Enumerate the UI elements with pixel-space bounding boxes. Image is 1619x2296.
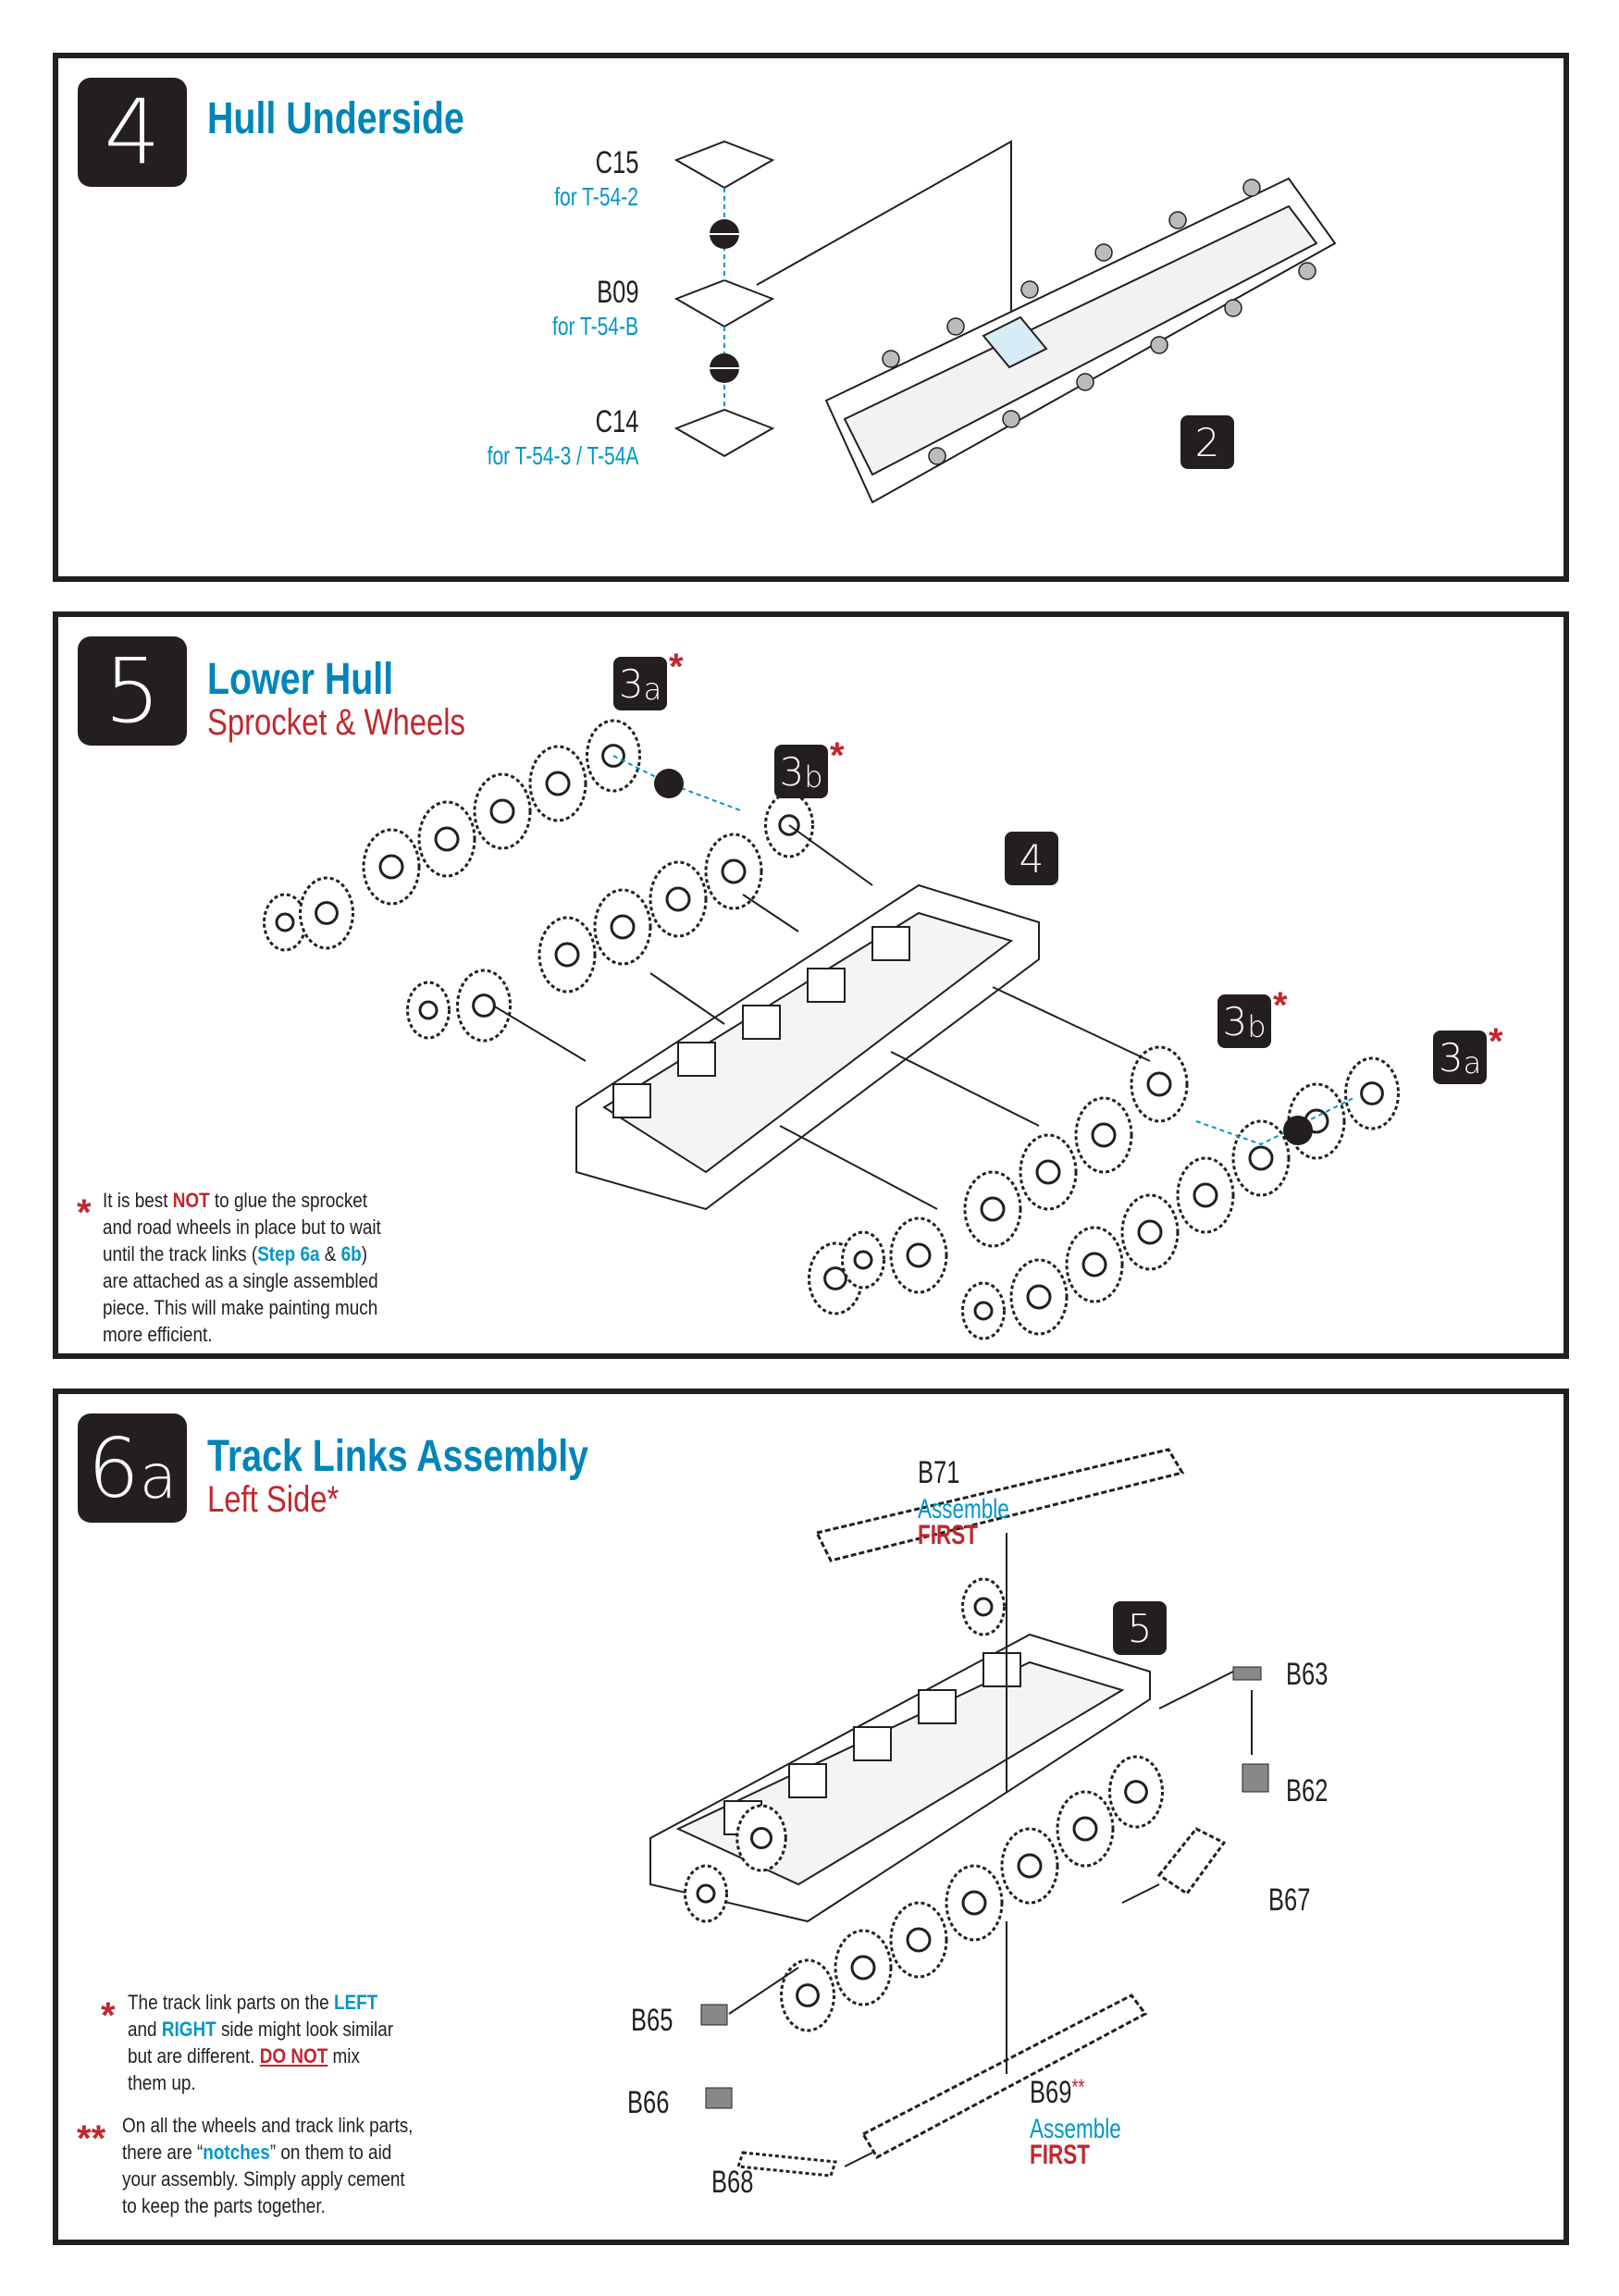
asterisk-mark: * bbox=[77, 1192, 92, 1233]
wheel-hub bbox=[750, 1827, 772, 1849]
part-note-b09: for T-54-B bbox=[552, 312, 638, 340]
wheel-hub bbox=[850, 1955, 876, 1981]
lower-hull-diagram bbox=[263, 719, 1400, 1340]
wheel-hub bbox=[721, 858, 747, 884]
part-label-b69: B69** bbox=[1030, 2075, 1085, 2110]
wheel-hub bbox=[1146, 1071, 1172, 1097]
part-label-b68: B68 bbox=[711, 2165, 754, 2200]
wheel-hub bbox=[980, 1196, 1006, 1222]
wheel-hub bbox=[1026, 1284, 1052, 1310]
first-label: FIRST bbox=[918, 1520, 979, 1550]
notches-note: On all the wheels and track link parts, … bbox=[122, 2114, 414, 2217]
wheel-hub bbox=[434, 826, 460, 852]
wheel-hub bbox=[554, 942, 580, 968]
part-note-c15: for T-54-2 bbox=[554, 182, 638, 211]
wheel-hub bbox=[1124, 1780, 1148, 1804]
wheel-hub bbox=[1137, 1219, 1163, 1245]
assemble-label: Assemble bbox=[918, 1494, 1009, 1524]
part-label-c15: C15 bbox=[595, 145, 638, 180]
part-label-b09: B09 bbox=[596, 275, 638, 310]
step-number-badge: 5 bbox=[78, 636, 187, 746]
wheel-hub bbox=[1017, 1853, 1043, 1879]
step-title: Hull Underside bbox=[207, 94, 464, 143]
wheel-hub bbox=[906, 1927, 932, 1953]
part-label-b63: B63 bbox=[1286, 1657, 1329, 1692]
part-label-b71: B71 bbox=[918, 1455, 960, 1490]
step-subtitle: Left Side* bbox=[207, 1479, 340, 1520]
step-title: Track Links Assembly bbox=[207, 1432, 589, 1481]
asterisk-mark: * bbox=[830, 735, 845, 776]
asterisk-mark: * bbox=[669, 647, 684, 687]
reference-badge-5: 5 bbox=[1113, 1601, 1167, 1655]
wheel-hub bbox=[973, 1597, 994, 1617]
assembly-note: It is best NOT to glue the sprocket and … bbox=[103, 1189, 381, 1346]
reference-badge-4: 4 bbox=[1005, 832, 1058, 885]
wheel-hub bbox=[961, 1890, 987, 1916]
asterisk-mark: * bbox=[1273, 985, 1288, 1026]
wheel-hub bbox=[1081, 1252, 1107, 1278]
wheel-hub bbox=[853, 1250, 873, 1270]
wheel-hub bbox=[906, 1242, 932, 1268]
wheel-hub bbox=[823, 1266, 847, 1290]
part-label-b66: B66 bbox=[627, 2085, 670, 2120]
double-asterisk-mark: ** bbox=[77, 2118, 106, 2159]
wheel-hub bbox=[418, 1000, 439, 1020]
wheel-hub bbox=[472, 994, 496, 1018]
wheel-hub bbox=[489, 798, 515, 824]
asterisk-mark: * bbox=[1489, 1021, 1503, 1062]
part-label-c14: C14 bbox=[595, 404, 638, 439]
wheel-hub bbox=[1072, 1816, 1098, 1842]
part-note-c14: for T-54-3 / T-54A bbox=[487, 441, 638, 470]
wheel-hub bbox=[545, 771, 571, 796]
first-label: FIRST bbox=[1030, 2140, 1091, 2170]
wheel-hub bbox=[610, 914, 636, 940]
wheel-hub bbox=[665, 886, 691, 912]
part-label-b62: B62 bbox=[1286, 1773, 1329, 1808]
track-links-diagram bbox=[649, 1448, 1269, 2178]
left-right-note: The track link parts on the LEFT and RIG… bbox=[128, 1991, 394, 2094]
wheel-hub bbox=[796, 1983, 820, 2007]
wheel-hub bbox=[1248, 1145, 1274, 1171]
assemble-label: Assemble bbox=[1030, 2114, 1121, 2144]
wheel-hub bbox=[275, 912, 295, 932]
wheel-hub bbox=[315, 901, 339, 925]
part-label-b67: B67 bbox=[1268, 1882, 1311, 1918]
hull-underside-diagram bbox=[674, 140, 1337, 504]
step-title: Lower Hull bbox=[207, 655, 394, 704]
wheel-hub bbox=[696, 1883, 716, 1904]
wheel-hub bbox=[973, 1301, 994, 1321]
wheel-hub bbox=[1193, 1182, 1218, 1208]
wheel-hub bbox=[378, 854, 404, 880]
step-subtitle: Sprocket & Wheels bbox=[207, 702, 465, 743]
reference-badge-2: 2 bbox=[1180, 415, 1234, 469]
wheel-hub bbox=[1035, 1159, 1061, 1185]
step-4-panel: 4 Hull Underside C15 for T-54-2 B09 for … bbox=[53, 53, 1569, 582]
wheel-hub bbox=[1091, 1122, 1117, 1148]
step-number-badge: 4 bbox=[78, 78, 187, 187]
part-label-b65: B65 bbox=[631, 2003, 674, 2038]
wheel-hub bbox=[1360, 1081, 1384, 1105]
asterisk-mark: * bbox=[101, 1995, 116, 2036]
